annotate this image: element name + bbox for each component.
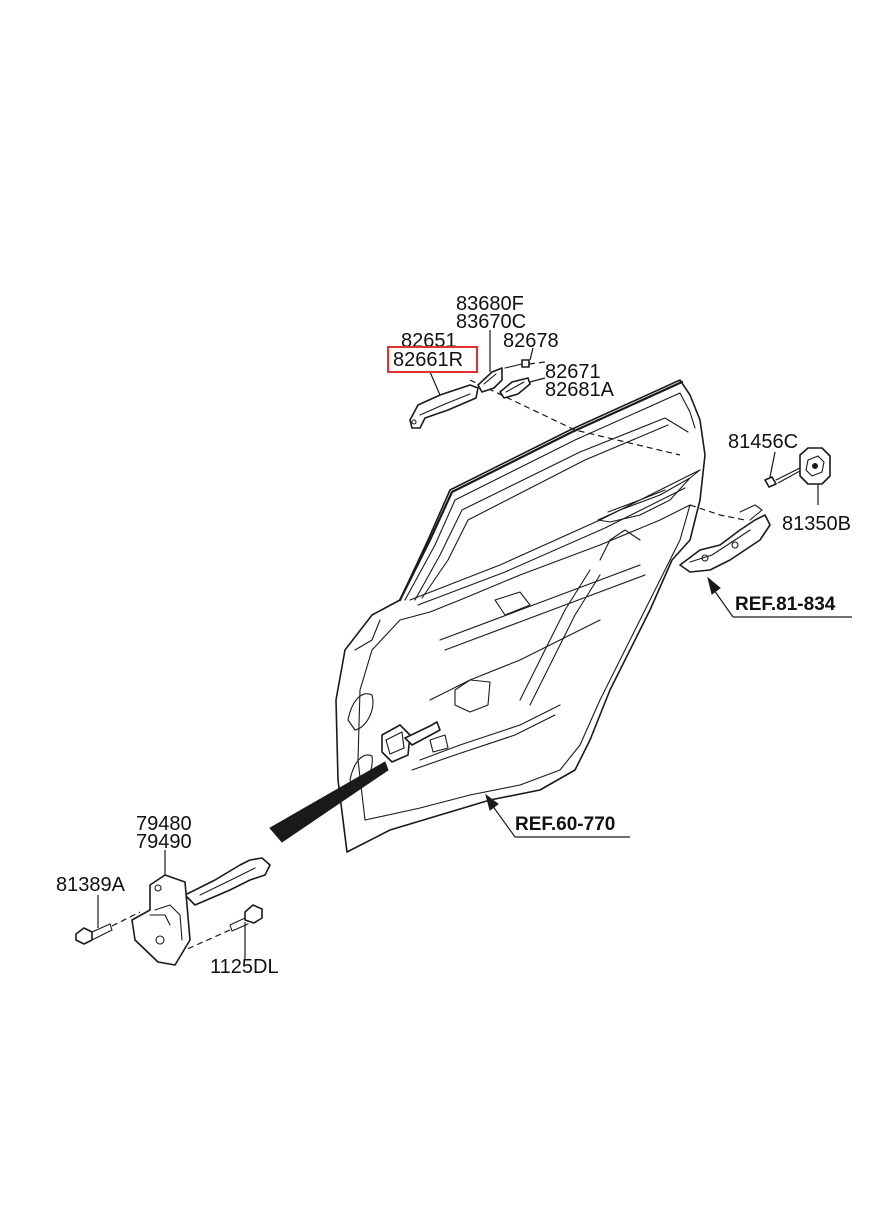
striker-81350b: [799, 447, 831, 485]
handle-cover-83670c: [477, 367, 503, 393]
leader-lines: [97, 330, 819, 960]
label-ref-81-834: REF.81-834: [735, 594, 836, 615]
ref-81-834-arrow: [707, 576, 852, 618]
highlight-box-82661r: [387, 346, 478, 373]
label-82681a: 82681A: [545, 379, 615, 401]
label-1125dl: 1125DL: [210, 956, 279, 978]
door-latch: [679, 504, 771, 573]
label-82678: 82678: [503, 330, 559, 352]
bolt-81456c: [764, 467, 801, 488]
label-83680f: 83680F: [456, 293, 524, 315]
door-check: [131, 857, 271, 966]
pointer-wedge: [269, 761, 389, 843]
label-82671: 82671: [545, 361, 601, 383]
label-82661r[interactable]: 82661R: [393, 349, 463, 371]
label-81350b: 81350B: [782, 513, 851, 535]
label-ref-60-770: REF.60-770: [515, 814, 615, 835]
ref-60-770-arrow: [485, 793, 630, 838]
door-panel: [335, 379, 706, 853]
label-79490: 79490: [136, 831, 192, 853]
gasket-82671: [499, 377, 531, 399]
bolt-81389a: [75, 911, 141, 945]
label-81456c: 81456C: [728, 431, 798, 453]
bolt-1125dl: [184, 904, 263, 951]
outside-handle-82661r: [409, 384, 479, 429]
screw-82678: [504, 359, 546, 369]
label-81389a: 81389A: [56, 874, 126, 896]
label-83670c: 83670C: [456, 311, 526, 333]
label-79480: 79480: [136, 813, 192, 835]
